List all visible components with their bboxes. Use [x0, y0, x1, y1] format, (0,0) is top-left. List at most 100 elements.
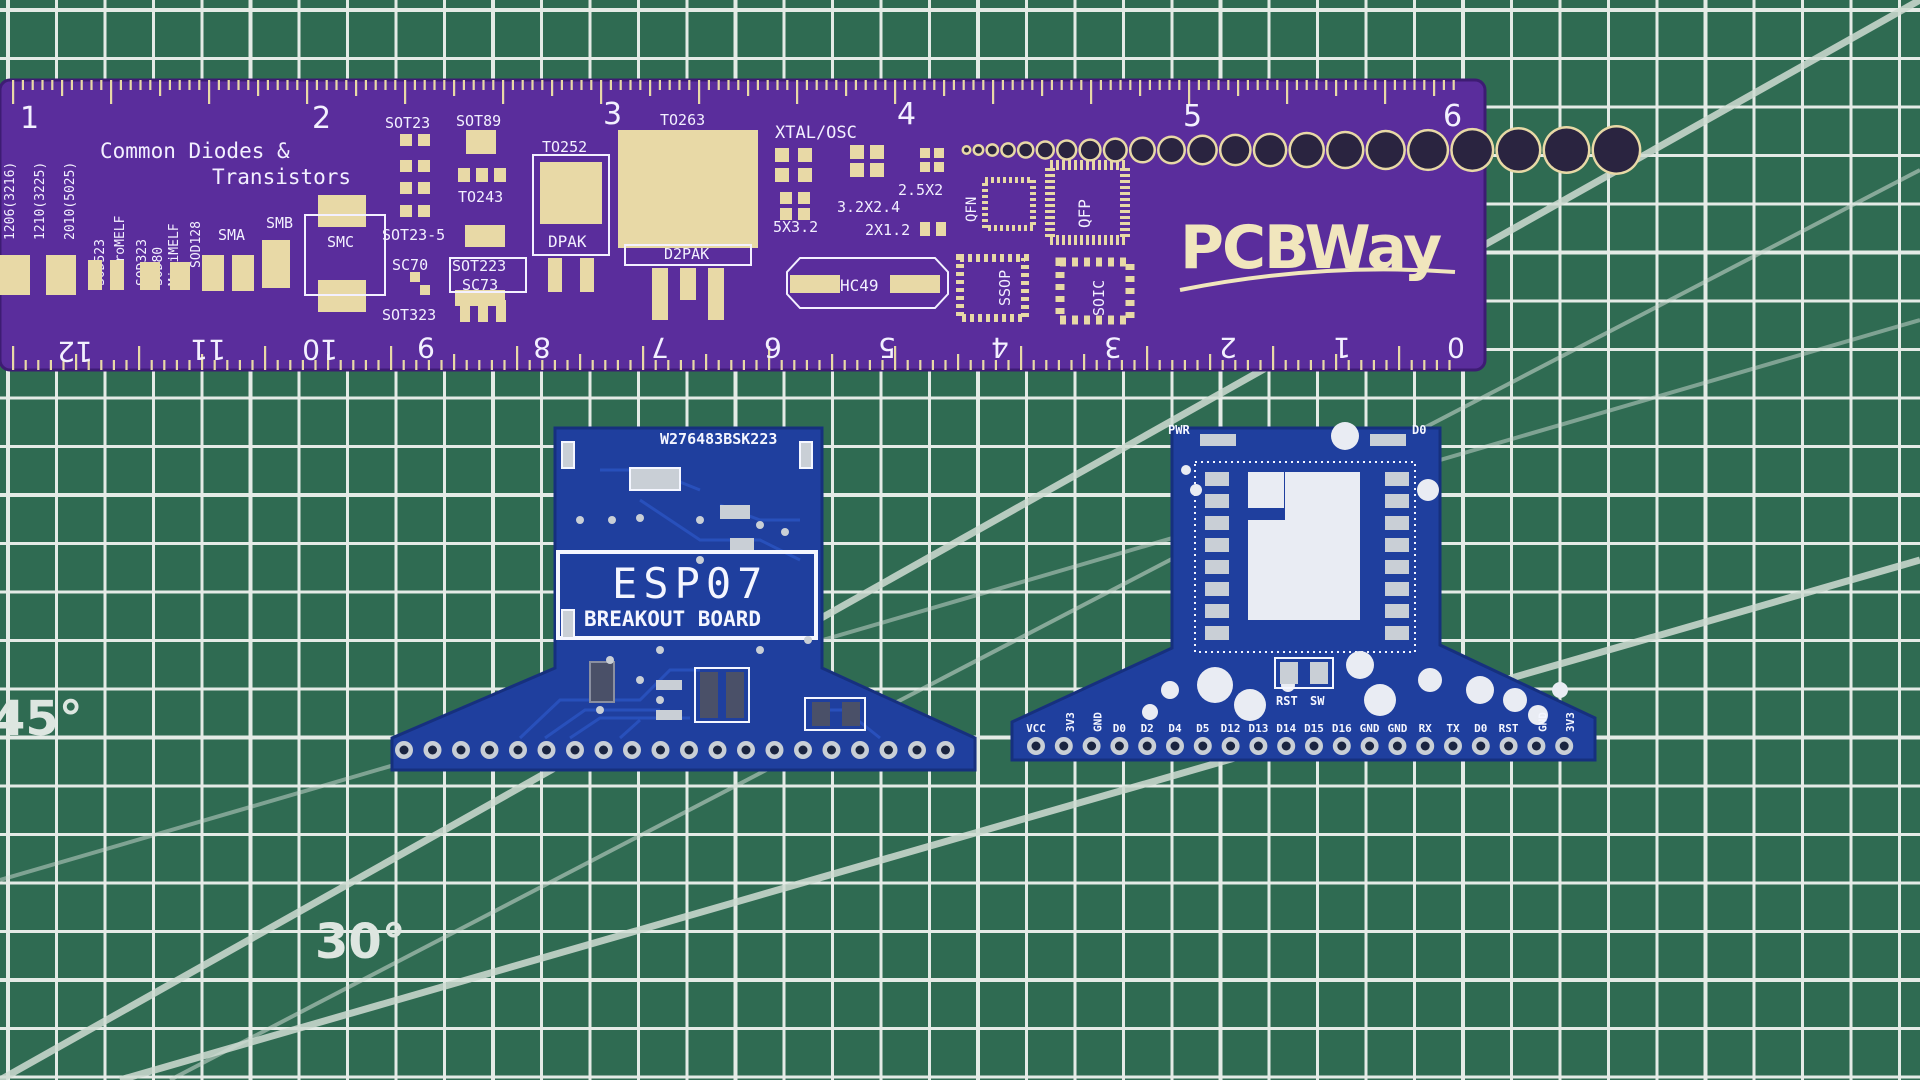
ruler-top-number: 6: [1443, 99, 1462, 134]
ruler-tick: [1021, 80, 1024, 90]
ruler-tick: [247, 80, 250, 90]
ruler-tick: [667, 360, 670, 370]
ruler-tick: [1256, 80, 1259, 90]
via: [756, 521, 764, 529]
ruler-tick: [864, 80, 867, 90]
via: [576, 516, 584, 524]
mounting-hole: [1418, 668, 1442, 692]
module-pad: [1385, 538, 1409, 552]
ruler-tick: [688, 80, 691, 90]
ruler-tick: [1083, 354, 1086, 370]
pin-hole: [1031, 741, 1041, 751]
ruler-tick: [678, 80, 681, 90]
ruler-tick: [1057, 360, 1060, 370]
ruler-tick: [1120, 360, 1123, 370]
ruler-tick: [579, 354, 582, 370]
ruler-tick: [490, 360, 493, 370]
ruler-tick: [251, 360, 254, 370]
ruler-tick: [1108, 360, 1111, 370]
ruler-tick: [1364, 80, 1367, 90]
ruler-bottom-number: 8: [533, 331, 551, 364]
via: [606, 656, 614, 664]
ruler-tick: [21, 80, 24, 90]
ruler-tick: [87, 360, 90, 370]
ruler-tick: [374, 80, 377, 90]
ruler-tick: [616, 360, 619, 370]
ruler-tick: [51, 80, 54, 90]
ruler-tick: [962, 80, 965, 90]
ruler-tick: [528, 360, 531, 370]
mounting-hole: [1552, 682, 1568, 698]
ruler-tick: [175, 360, 178, 370]
ruler-bottom-number: 2: [1219, 331, 1237, 364]
pin-hole: [485, 745, 494, 755]
ruler-tick: [266, 80, 269, 90]
ruler-tick: [786, 80, 789, 90]
ruler-tick: [1246, 360, 1249, 370]
ruler-tick: [609, 80, 612, 90]
module-pad: [1205, 516, 1229, 530]
ruler-tick: [1403, 80, 1406, 90]
pin-hole: [884, 745, 893, 755]
mounting-hole: [1528, 705, 1548, 725]
ruler-tick: [982, 80, 985, 90]
ruler-tick: [188, 80, 191, 90]
ruler-tick: [335, 80, 338, 90]
ruler-tick: [423, 80, 426, 90]
pin-hole: [1559, 741, 1569, 751]
ruler-tick: [492, 80, 495, 90]
ruler-tick: [125, 360, 128, 370]
ruler-tick: [296, 80, 299, 90]
ruler-tick: [639, 80, 642, 90]
pin-hole: [798, 745, 808, 755]
pin-hole: [627, 745, 637, 755]
ruler-tick: [465, 360, 468, 370]
mounting-hole: [1197, 667, 1233, 703]
ruler-tick: [551, 80, 554, 96]
via: [608, 516, 616, 524]
ruler-tick: [1347, 360, 1350, 370]
ruler-tick: [31, 80, 34, 90]
pin-hole: [599, 745, 608, 755]
ruler-tick: [345, 80, 348, 90]
pkg-label-dpak: DPAK: [548, 232, 587, 251]
ruler-pads-left: [0, 195, 366, 312]
ruler-tick: [649, 80, 652, 96]
ruler-top-number: 5: [1183, 99, 1202, 134]
ruler-tick: [747, 80, 750, 96]
pin-hole: [770, 745, 779, 755]
pkg-label-sc70: SC70: [392, 256, 428, 274]
ruler-tick: [1452, 80, 1455, 90]
mounting-hole: [1346, 651, 1374, 679]
pin-hole: [1198, 741, 1208, 751]
pkg-label-sot23-5: SOT23-5: [382, 226, 445, 244]
ruler-top-number: 4: [897, 97, 916, 132]
mounting-hole: [1142, 704, 1158, 720]
module-pad: [1385, 494, 1409, 508]
ruler-top-number: 2: [312, 101, 331, 136]
ruler-tick: [843, 360, 846, 370]
ruler-tick: [314, 360, 317, 370]
ruler-tick: [404, 80, 407, 104]
ruler-tick: [1305, 80, 1308, 90]
pin-hole: [855, 745, 865, 755]
ruler-tick: [1188, 80, 1191, 104]
ruler-tick: [1217, 80, 1220, 90]
ruler-tick: [825, 80, 828, 90]
module-pad: [1385, 516, 1409, 530]
ruler-tick: [198, 80, 201, 90]
ruler-tick: [906, 360, 909, 370]
board-right-pwr-label: PWR: [1168, 423, 1190, 437]
drill-hole: [1368, 132, 1404, 168]
ruler-tick: [541, 360, 544, 370]
board-left-vias: [576, 514, 812, 714]
ruler-tick: [511, 80, 514, 90]
ruler-tick: [994, 360, 997, 370]
ruler-tick: [1237, 80, 1240, 96]
ruler-tick: [943, 80, 946, 96]
ruler-tick: [881, 360, 884, 370]
ruler-tick: [944, 360, 947, 370]
ruler-tick: [957, 354, 960, 370]
ruler-bottom-number: 9: [417, 331, 435, 364]
ruler-ticks-top: [12, 80, 1455, 104]
